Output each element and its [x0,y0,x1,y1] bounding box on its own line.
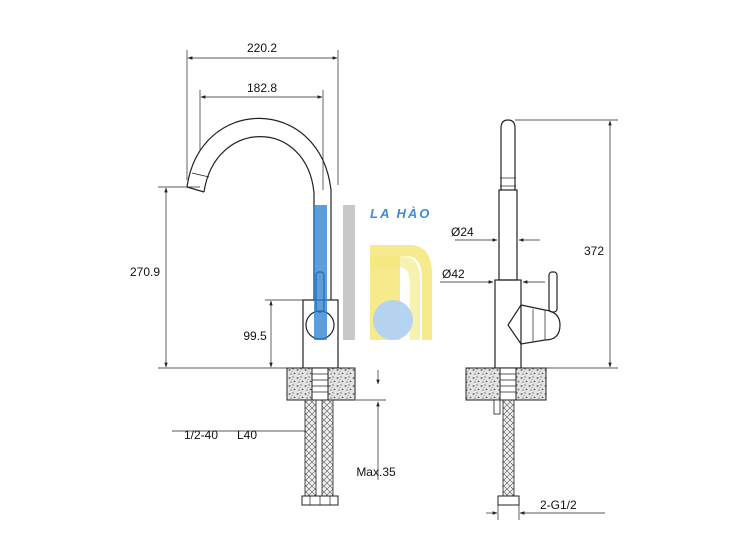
logo-bar-gray [343,205,355,340]
mounting-shank [311,367,329,401]
dim-reach: 182.8 [247,81,277,95]
spout-inner [203,136,315,300]
hose-right [321,399,334,497]
spout-aerator [191,172,210,178]
hose-left [304,399,317,497]
front-view: Ø24 Ø42 372 2-G1/2 [440,119,618,520]
spout-outer [186,117,332,300]
front-handle-hub [507,304,561,345]
front-handle-lever [548,271,558,313]
front-spout [500,119,516,190]
spout-nozzle [186,186,205,193]
logo-dot-blue [373,300,413,340]
logo-text: LA HÀO [370,206,431,221]
logo-arc-yellow-1 [370,245,432,340]
front-neck [498,189,518,281]
front-connector [493,399,501,415]
la-hao-logo: LA HÀO [314,205,432,340]
dim-connection: 2-G1/2 [540,498,577,512]
dim-body-diameter: Ø42 [442,267,465,281]
hose-length-label: L40 [237,428,257,442]
front-hose-fitting [497,495,520,506]
front-hose [502,399,515,497]
side-view: 220.2 182.8 270.9 99.5 Max.35 1/2-40 L40 [130,41,396,506]
dim-total-height: 372 [584,244,604,258]
dim-handle-height: 99.5 [243,329,267,343]
front-shank [499,367,517,401]
dim-width-total: 220.2 [247,41,277,55]
hose-spec-label: 1/2-40 [184,428,218,442]
logo-bar-blue [314,205,327,340]
dim-spout-diameter: Ø24 [451,225,474,239]
dim-spout-height: 270.9 [130,265,160,279]
dim-max-thickness: Max.35 [356,465,396,479]
